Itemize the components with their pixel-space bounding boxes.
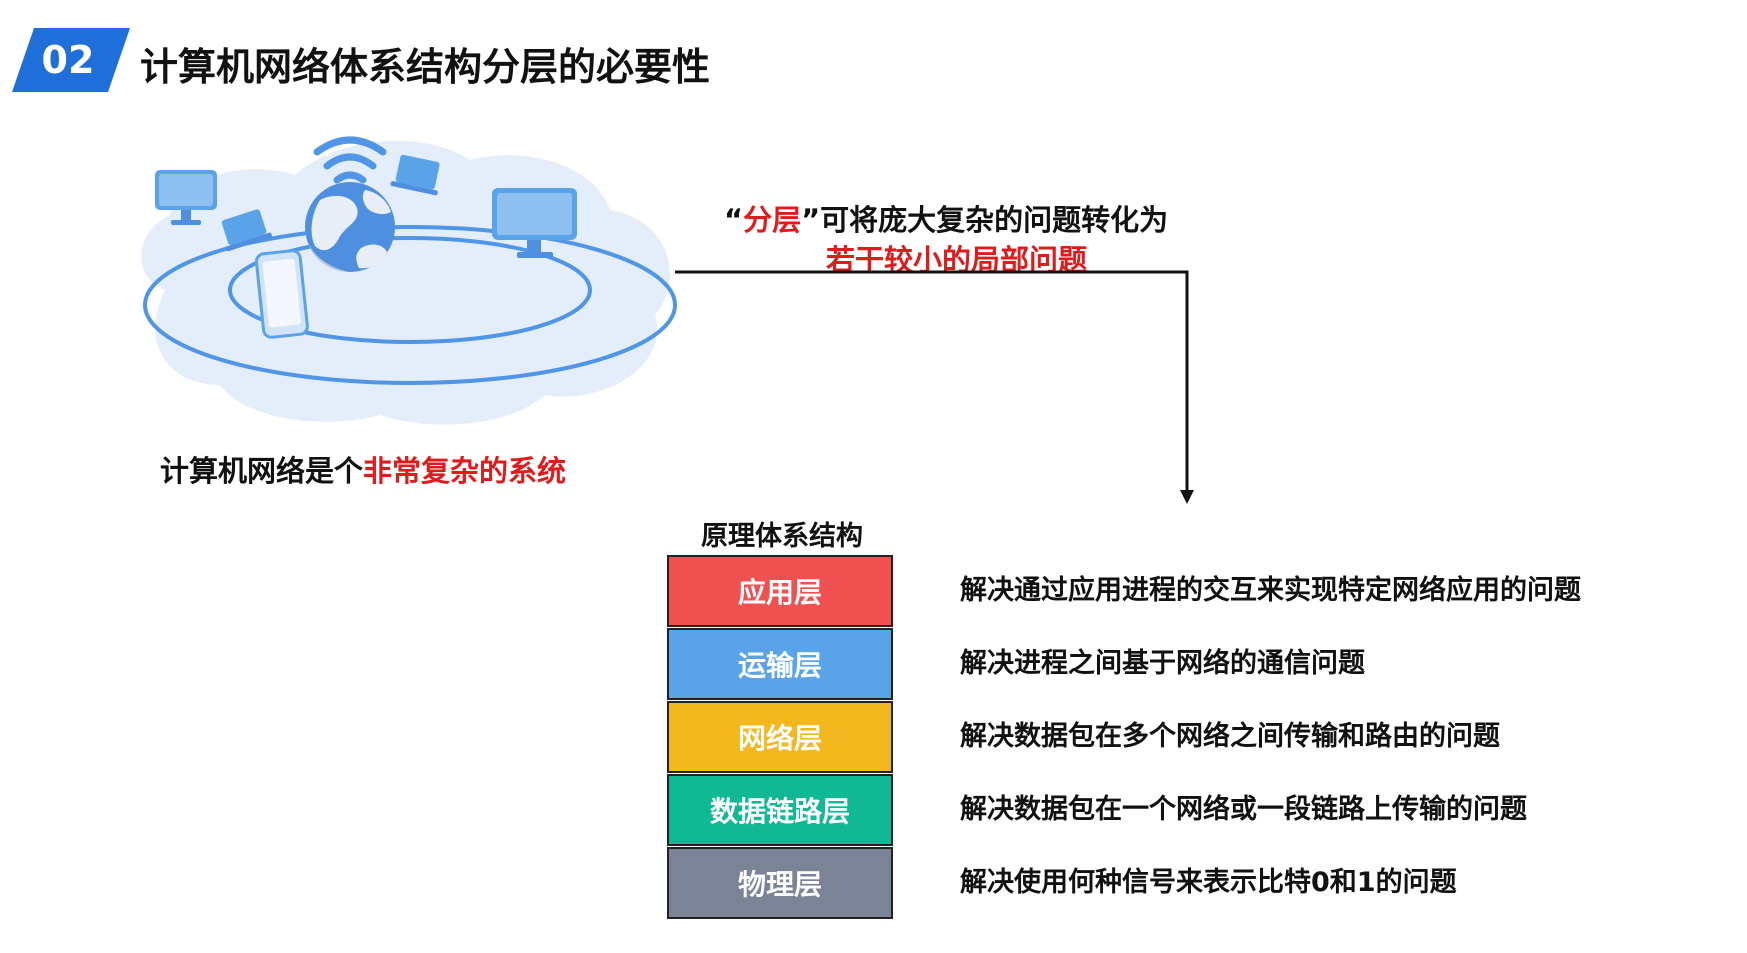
- inner-orbit: [228, 236, 592, 344]
- layer-description: 解决通过应用进程的交互来实现特定网络应用的问题: [960, 575, 1581, 606]
- section-number-badge: [12, 28, 130, 92]
- caption-prefix: 计算机网络是个: [160, 454, 364, 488]
- page-title: 计算机网络体系结构分层的必要性: [140, 45, 711, 89]
- layer-description: 解决数据包在多个网络之间传输和路由的问题: [960, 721, 1500, 752]
- monitor-icon-left: [155, 170, 217, 225]
- laptop-icon-top: [390, 154, 440, 196]
- phone-icon: [254, 249, 309, 339]
- quote-close: ”: [801, 203, 821, 237]
- layer-description: 解决数据包在一个网络或一段链路上传输的问题: [960, 794, 1527, 825]
- monitor-icon-right: [492, 188, 577, 258]
- section-number: 02: [41, 38, 95, 82]
- layering-keyword: 分层: [743, 203, 802, 237]
- layer-description: 解决进程之间基于网络的通信问题: [960, 648, 1365, 679]
- callout-text: 可将庞大复杂的问题转化为: [820, 203, 1169, 237]
- outer-orbit: [143, 225, 677, 385]
- globe-icon: [304, 182, 395, 272]
- layer-description: 解决使用何种信号来表示比特0和1的问题: [960, 867, 1457, 898]
- quote-open: “: [724, 203, 744, 237]
- layer-box: 网络层: [667, 701, 893, 773]
- layer-box: 运输层: [667, 628, 893, 700]
- arrow-head: [1180, 490, 1194, 504]
- layering-callout: “分层”可将庞大复杂的问题转化为: [724, 197, 1168, 239]
- layer-box: 应用层: [667, 555, 893, 627]
- wifi-icon: [313, 136, 387, 184]
- layer-box: 物理层: [667, 847, 893, 919]
- network-illustration: [141, 136, 677, 425]
- layer-box: 数据链路层: [667, 774, 893, 846]
- laptop-icon-left: [221, 209, 272, 252]
- network-complexity-caption: 计算机网络是个非常复杂的系统: [160, 448, 566, 490]
- stack-title: 原理体系结构: [701, 521, 863, 552]
- caption-highlight: 非常复杂的系统: [363, 454, 567, 488]
